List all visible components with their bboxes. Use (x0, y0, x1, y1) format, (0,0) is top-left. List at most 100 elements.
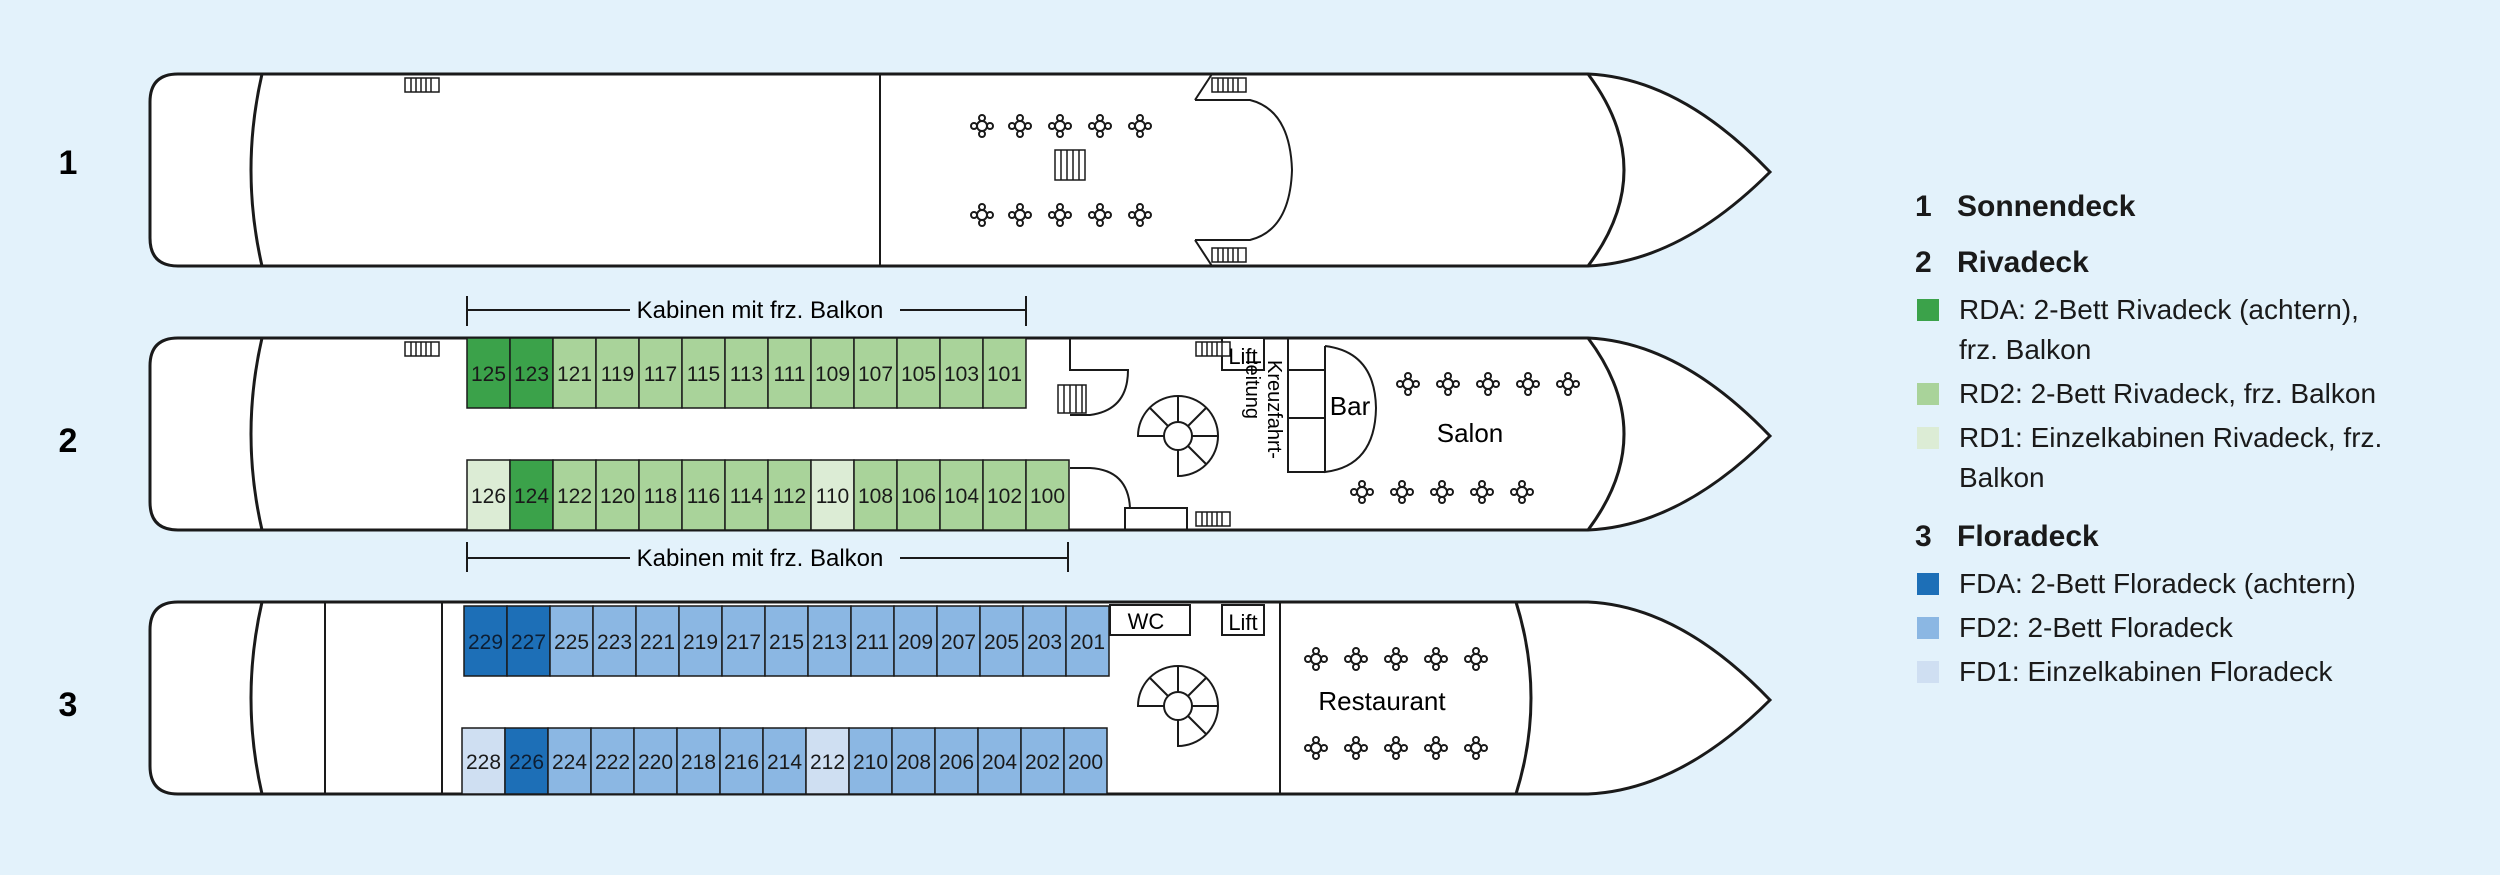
cabin-box (721, 605, 766, 677)
cabin-105[interactable]: 105 (896, 337, 941, 409)
cabin-118[interactable]: 118 (638, 459, 683, 531)
cabin-208[interactable]: 208 (891, 727, 936, 795)
cabin-229[interactable]: 229 (463, 605, 508, 677)
wc-label: WC (1128, 609, 1165, 634)
cabin-111[interactable]: 111 (767, 337, 812, 409)
legend-deck-number: 1 (1915, 190, 1932, 223)
cabin-108[interactable]: 108 (853, 459, 898, 531)
cabin-223[interactable]: 223 (592, 605, 637, 677)
cabin-number: 120 (600, 485, 635, 508)
cabin-box (466, 337, 511, 409)
cabin-201[interactable]: 201 (1065, 605, 1110, 677)
cabin-number: 220 (638, 751, 673, 774)
cabin-113[interactable]: 113 (724, 337, 769, 409)
cabin-box (635, 605, 680, 677)
legend-item-rda: RDA: 2-Bett Rivadeck (achtern), frz. Bal… (1915, 290, 2475, 370)
cabin-number: 113 (730, 363, 763, 386)
cabin-212[interactable]: 212 (805, 727, 850, 795)
stairs-icon (404, 341, 440, 357)
cabin-203[interactable]: 203 (1022, 605, 1067, 677)
cabin-126[interactable]: 126 (466, 459, 511, 531)
cabin-207[interactable]: 207 (936, 605, 981, 677)
cabin-box (1020, 727, 1065, 795)
cabin-222[interactable]: 222 (590, 727, 635, 795)
cabin-117[interactable]: 117 (638, 337, 683, 409)
cabin-number: 223 (597, 631, 632, 654)
cabin-202[interactable]: 202 (1020, 727, 1065, 795)
cabin-112[interactable]: 112 (767, 459, 812, 531)
cabin-100[interactable]: 100 (1025, 459, 1070, 531)
cabin-number: 222 (595, 751, 630, 774)
cabin-217[interactable]: 217 (721, 605, 766, 677)
cabin-106[interactable]: 106 (896, 459, 941, 531)
cabin-123[interactable]: 123 (509, 337, 554, 409)
cabin-number: 101 (987, 363, 1022, 386)
cabin-225[interactable]: 225 (549, 605, 594, 677)
cabin-218[interactable]: 218 (676, 727, 721, 795)
cabin-206[interactable]: 206 (934, 727, 979, 795)
cabin-number: 221 (640, 631, 675, 654)
cabin-226[interactable]: 226 (504, 727, 549, 795)
cabin-227[interactable]: 227 (506, 605, 551, 677)
cabin-number: 106 (901, 485, 936, 508)
cabin-number: 105 (901, 363, 936, 386)
cabin-103[interactable]: 103 (939, 337, 984, 409)
cabin-216[interactable]: 216 (719, 727, 764, 795)
cabin-box (549, 605, 594, 677)
cabin-213[interactable]: 213 (807, 605, 852, 677)
cabin-box (810, 459, 855, 531)
cabin-number: 119 (601, 363, 634, 386)
balcony-marker-top (466, 296, 1027, 326)
cabin-209[interactable]: 209 (893, 605, 938, 677)
crew-office-label: Kreuzfahrt- leitung (1241, 360, 1285, 465)
cabin-box (552, 459, 597, 531)
cabin-220[interactable]: 220 (633, 727, 678, 795)
cabin-125[interactable]: 125 (466, 337, 511, 409)
cabin-number: 217 (726, 631, 761, 654)
cabin-box (939, 337, 984, 409)
cabin-number: 109 (815, 363, 850, 386)
cabin-200[interactable]: 200 (1063, 727, 1108, 795)
cabin-number: 111 (774, 363, 806, 386)
cabin-number: 209 (898, 631, 933, 654)
cabin-102[interactable]: 102 (982, 459, 1027, 531)
cabin-number: 226 (509, 751, 544, 774)
cabin-116[interactable]: 116 (681, 459, 726, 531)
deck-number-3: 3 (59, 686, 78, 724)
cabin-number: 215 (769, 631, 804, 654)
cabin-204[interactable]: 204 (977, 727, 1022, 795)
cabin-box (977, 727, 1022, 795)
stairs-icon (1211, 247, 1247, 263)
cabin-221[interactable]: 221 (635, 605, 680, 677)
cabin-114[interactable]: 114 (724, 459, 769, 531)
cabin-211[interactable]: 211 (850, 605, 895, 677)
cabin-214[interactable]: 214 (762, 727, 807, 795)
cabin-121[interactable]: 121 (552, 337, 597, 409)
cabin-120[interactable]: 120 (595, 459, 640, 531)
cabin-number: 228 (466, 751, 501, 774)
cabin-224[interactable]: 224 (547, 727, 592, 795)
legend-deck-title: Floradeck (1957, 520, 2099, 553)
cabin-110[interactable]: 110 (810, 459, 855, 531)
cabin-number: 211 (856, 631, 889, 654)
cabin-210[interactable]: 210 (848, 727, 893, 795)
cabin-228[interactable]: 228 (461, 727, 506, 795)
cabin-124[interactable]: 124 (509, 459, 554, 531)
cabin-115[interactable]: 115 (681, 337, 726, 409)
cabin-101[interactable]: 101 (982, 337, 1027, 409)
cabin-104[interactable]: 104 (939, 459, 984, 531)
legend-item-fd1: FD1: Einzelkabinen Floradeck (1915, 652, 2475, 692)
cabin-215[interactable]: 215 (764, 605, 809, 677)
cabin-205[interactable]: 205 (979, 605, 1024, 677)
cabin-107[interactable]: 107 (853, 337, 898, 409)
cabin-box (936, 605, 981, 677)
cabin-109[interactable]: 109 (810, 337, 855, 409)
cabin-119[interactable]: 119 (595, 337, 640, 409)
cabin-122[interactable]: 122 (552, 459, 597, 531)
legend-deck-title: Rivadeck (1957, 246, 2089, 279)
cabin-219[interactable]: 219 (678, 605, 723, 677)
